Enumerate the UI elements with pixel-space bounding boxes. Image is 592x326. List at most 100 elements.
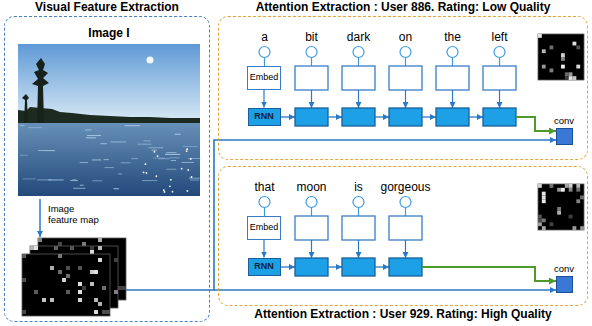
photo-sparkle	[155, 175, 157, 177]
photo-ripple	[92, 180, 102, 181]
token-circle	[353, 197, 364, 208]
photo-sparkle	[170, 179, 172, 181]
map-cell	[66, 266, 70, 270]
map-cell	[557, 188, 561, 192]
map-cell	[122, 286, 126, 290]
map-cell	[542, 49, 546, 53]
recurrent-arrow	[281, 116, 295, 117]
map-cell	[22, 278, 26, 282]
map-cell	[565, 72, 569, 76]
photo-ripple	[114, 188, 119, 189]
rnn-box	[389, 258, 422, 276]
map-cell	[569, 215, 573, 219]
token-circle	[306, 197, 317, 208]
embed-box	[295, 66, 328, 90]
flow-arrow	[452, 90, 453, 108]
photo-sparkle	[146, 172, 148, 174]
flow-arrow	[263, 240, 264, 258]
photo-ripple	[165, 154, 180, 155]
map-cell	[576, 184, 580, 188]
map-cell	[98, 302, 102, 306]
feature-map-layer	[22, 254, 110, 316]
word-token: moon	[296, 181, 326, 195]
map-cell	[78, 290, 82, 294]
map-cell	[569, 76, 573, 80]
map-cell	[94, 310, 98, 314]
map-cell	[573, 42, 577, 46]
map-cell	[30, 246, 34, 250]
photo-ripple	[104, 159, 109, 160]
photo-ripple	[22, 178, 35, 179]
map-cell	[82, 286, 86, 290]
photo-sparkle	[181, 168, 183, 170]
photo-ripple	[143, 140, 150, 141]
map-cell	[94, 270, 98, 274]
photo-ripple	[100, 143, 107, 144]
map-cell	[98, 238, 102, 242]
map-cell	[565, 76, 569, 80]
node-text: conv	[554, 264, 574, 275]
recurrent-arrow	[469, 116, 483, 117]
photo-sparkle	[154, 151, 156, 153]
map-cell	[576, 46, 580, 50]
photo-ripple	[190, 180, 199, 181]
recurrent-arrow	[281, 266, 295, 267]
map-cell	[580, 226, 584, 230]
map-cell	[90, 270, 94, 274]
photo-sparkle	[186, 190, 188, 192]
map-cell	[576, 65, 580, 69]
photo-ripple	[169, 157, 179, 158]
map-cell	[576, 199, 580, 203]
photo-ripple	[183, 146, 198, 147]
flow-arrow	[311, 240, 312, 258]
map-cell	[580, 196, 584, 200]
rnn-box	[295, 108, 328, 126]
photo-ripple	[188, 158, 201, 159]
photo-ripple	[142, 180, 157, 181]
layout-decorations	[20, 34, 584, 316]
node-text: Visual Feature Extraction	[5, 1, 209, 15]
photo-sky	[18, 44, 200, 122]
embed-box: Embed	[247, 216, 282, 240]
map-cell	[82, 242, 86, 246]
map-cell	[538, 219, 542, 223]
map-cell	[78, 290, 82, 294]
token-circle	[306, 47, 317, 58]
map-cell	[561, 53, 565, 57]
feature-map-label: Image feature map	[48, 204, 106, 226]
embed-box	[389, 66, 422, 90]
map-cell	[102, 310, 106, 314]
map-cell	[102, 286, 106, 290]
map-cell	[569, 184, 573, 188]
token-circle	[259, 197, 270, 208]
map-cell	[78, 282, 82, 286]
embed-box	[295, 216, 328, 240]
photo-sparkle	[172, 191, 174, 193]
map-cell	[90, 246, 94, 250]
photo-ripple	[44, 150, 55, 151]
map-ground	[22, 254, 110, 316]
map-cell	[22, 310, 26, 314]
photo-moon	[147, 57, 154, 64]
map-cell	[542, 192, 546, 196]
map-cell	[538, 184, 542, 188]
token-circle	[494, 47, 505, 58]
word-token: bit	[305, 31, 318, 45]
photo-ripple	[118, 173, 122, 174]
photo-ripple	[121, 162, 131, 163]
map-cell	[542, 199, 546, 203]
map-cell	[58, 242, 62, 246]
word-token: dark	[347, 31, 370, 45]
map-cell	[34, 290, 38, 294]
photo-sparkle	[157, 155, 159, 157]
word-token: left	[491, 31, 507, 45]
token-stem	[452, 58, 453, 67]
embed-box	[342, 66, 375, 90]
flow-arrow	[311, 90, 312, 108]
map-cell	[66, 274, 70, 278]
map-cell	[542, 219, 546, 223]
map-cell	[50, 298, 54, 302]
conv-box: conv	[556, 128, 573, 145]
map-ground	[538, 34, 584, 80]
photo-ripple	[151, 150, 156, 151]
